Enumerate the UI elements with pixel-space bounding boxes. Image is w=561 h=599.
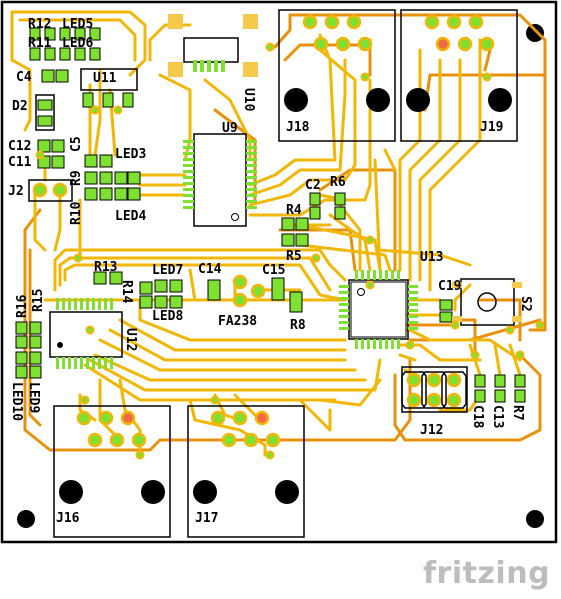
label-S2: S2 (518, 296, 533, 312)
label-R15: R15 (31, 289, 46, 312)
label-LED6: LED6 (62, 36, 93, 51)
J2-outline (28, 179, 73, 202)
label-R4: R4 (286, 203, 302, 218)
label-U10: U10 (241, 88, 256, 112)
label-R11: R11 (28, 36, 52, 51)
label-U11: U11 (93, 71, 117, 86)
U13-pin1-mark (357, 288, 365, 296)
label-U13: U13 (420, 250, 443, 265)
label-C11: C11 (8, 155, 32, 170)
pin1-pads (120, 36, 451, 426)
U9-pin1-mark (231, 213, 239, 221)
label-R6: R6 (330, 175, 346, 190)
label-LED5: LED5 (62, 17, 93, 32)
label-LED3: LED3 (115, 147, 146, 162)
label-R7: R7 (510, 405, 525, 421)
label-LED4: LED4 (115, 209, 146, 224)
smd-pads (15, 27, 526, 403)
label-C13: C13 (490, 405, 505, 428)
label-D2: D2 (12, 99, 28, 114)
label-J17: J17 (195, 511, 218, 526)
through-hole-pads (32, 14, 495, 448)
label-J18: J18 (286, 120, 310, 135)
fritzing-logo: fritzing (423, 556, 551, 591)
label-R12: R12 (28, 17, 51, 32)
ic-pins (56, 140, 418, 369)
label-J16: J16 (56, 511, 80, 526)
label-FA238: FA238 (218, 314, 257, 329)
label-R5: R5 (286, 249, 302, 264)
label-LED10: LED10 (9, 382, 24, 421)
S2-button (477, 292, 497, 312)
S2-pads (452, 282, 522, 322)
mounting-hole (526, 510, 544, 528)
label-R16: R16 (15, 294, 30, 318)
label-J2: J2 (8, 184, 24, 199)
label-R13: R13 (94, 260, 117, 275)
label-C2: C2 (305, 178, 321, 193)
J16-outline (53, 405, 171, 538)
J17-outline (187, 405, 305, 538)
mounting-hole (526, 24, 544, 42)
vias (35, 42, 545, 460)
label-R14: R14 (119, 280, 134, 304)
J18-outline (278, 9, 396, 142)
D2-outline (35, 94, 55, 131)
mounting-holes (17, 24, 544, 528)
label-C4: C4 (16, 70, 32, 85)
silkscreen-labels: R12 LED5 R11 LED6 C4 U11 D2 C12 C11 C5 L… (8, 17, 533, 526)
label-C12: C12 (8, 139, 31, 154)
label-LED8: LED8 (152, 309, 183, 324)
S2-outline (460, 278, 515, 326)
label-R8: R8 (290, 318, 306, 333)
label-LED9: LED9 (26, 382, 41, 413)
connector-holes (59, 88, 512, 504)
label-LED7: LED7 (152, 263, 183, 278)
J19-outline (400, 9, 518, 142)
U11-outline (80, 68, 138, 91)
label-R9: R9 (69, 170, 84, 186)
U13-body (350, 281, 407, 338)
label-J19: J19 (480, 120, 503, 135)
U10-usb (168, 14, 258, 77)
U9-outline (193, 133, 247, 227)
label-C15: C15 (262, 263, 285, 278)
U12-pin1-mark (57, 342, 63, 348)
label-U12: U12 (123, 328, 138, 351)
label-C14: C14 (198, 262, 222, 277)
label-C19: C19 (438, 279, 461, 294)
label-C5: C5 (69, 136, 84, 152)
label-C18: C18 (470, 405, 485, 429)
label-U9: U9 (222, 121, 238, 136)
J12-header (401, 371, 467, 409)
component-outlines (28, 9, 518, 538)
label-R10: R10 (69, 201, 84, 225)
mounting-hole (17, 510, 35, 528)
label-J12: J12 (420, 423, 443, 438)
